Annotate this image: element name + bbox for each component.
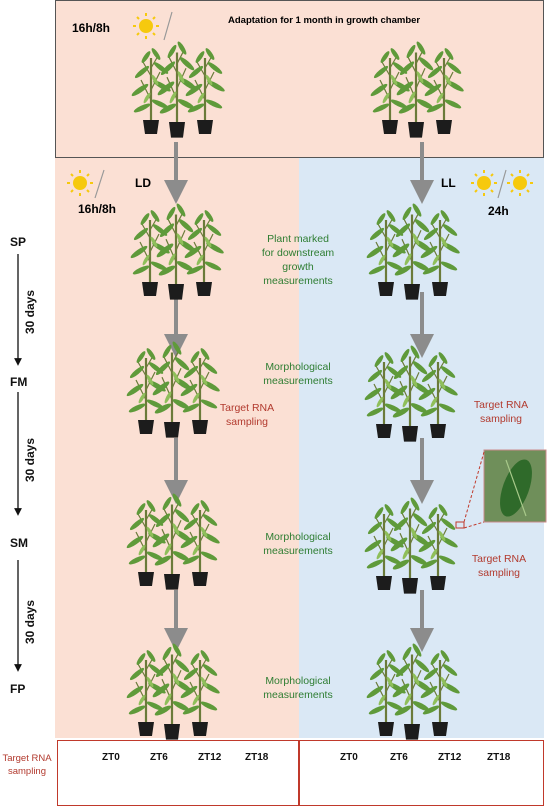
schedule-ll-box bbox=[299, 740, 544, 806]
interval-1: 30 days bbox=[23, 289, 37, 334]
ld-zt12: ZT12 bbox=[198, 752, 222, 763]
stage-sp: SP bbox=[10, 235, 27, 249]
ld-zt6: ZT6 bbox=[150, 752, 168, 763]
ld-sun-icon bbox=[66, 169, 94, 197]
interval-3: 30 days bbox=[23, 599, 37, 644]
ld-photoperiod: 16h/8h bbox=[78, 202, 117, 216]
leaf-inset bbox=[455, 449, 547, 529]
ll-zt18: ZT18 bbox=[487, 752, 511, 763]
plants-ld-sp bbox=[129, 202, 225, 299]
top-photoperiod: 16h/8h bbox=[72, 21, 111, 35]
plants-ld-sm bbox=[125, 492, 221, 589]
stage-fp: FP bbox=[10, 682, 26, 696]
ld-moon-icon bbox=[106, 174, 116, 194]
ll-zt6: ZT6 bbox=[390, 752, 408, 763]
ll-sun-icon-2 bbox=[506, 169, 534, 197]
schedule-ld-box bbox=[57, 740, 299, 806]
plants-ld-fm bbox=[125, 340, 221, 437]
adaptation-panel bbox=[55, 0, 544, 158]
ll-sun-icon bbox=[470, 169, 498, 197]
ld-zt0: ZT0 bbox=[102, 752, 120, 763]
plants-ll-fm bbox=[363, 344, 459, 441]
plants-ld-fp bbox=[125, 642, 221, 739]
stage-fm: FM bbox=[10, 375, 28, 389]
plants-adaptation-left bbox=[130, 40, 226, 137]
ll-label: LL bbox=[441, 176, 456, 190]
ld-zt18: ZT18 bbox=[245, 752, 269, 763]
ll-zt12: ZT12 bbox=[438, 752, 462, 763]
ll-zt0: ZT0 bbox=[340, 752, 358, 763]
stage-sm: SM bbox=[10, 536, 28, 550]
ld-label: LD bbox=[135, 176, 151, 190]
plants-ll-sm bbox=[363, 496, 459, 593]
plants-adaptation-right bbox=[369, 40, 465, 137]
plants-ll-sp bbox=[365, 202, 461, 299]
moon-icon bbox=[170, 17, 180, 37]
adaptation-caption: Adaptation for 1 month in growth chamber bbox=[228, 15, 421, 26]
ll-photoperiod: 24h bbox=[488, 204, 509, 218]
interval-2: 30 days bbox=[23, 437, 37, 482]
plants-ll-fp bbox=[365, 642, 461, 739]
sun-icon bbox=[132, 12, 160, 40]
